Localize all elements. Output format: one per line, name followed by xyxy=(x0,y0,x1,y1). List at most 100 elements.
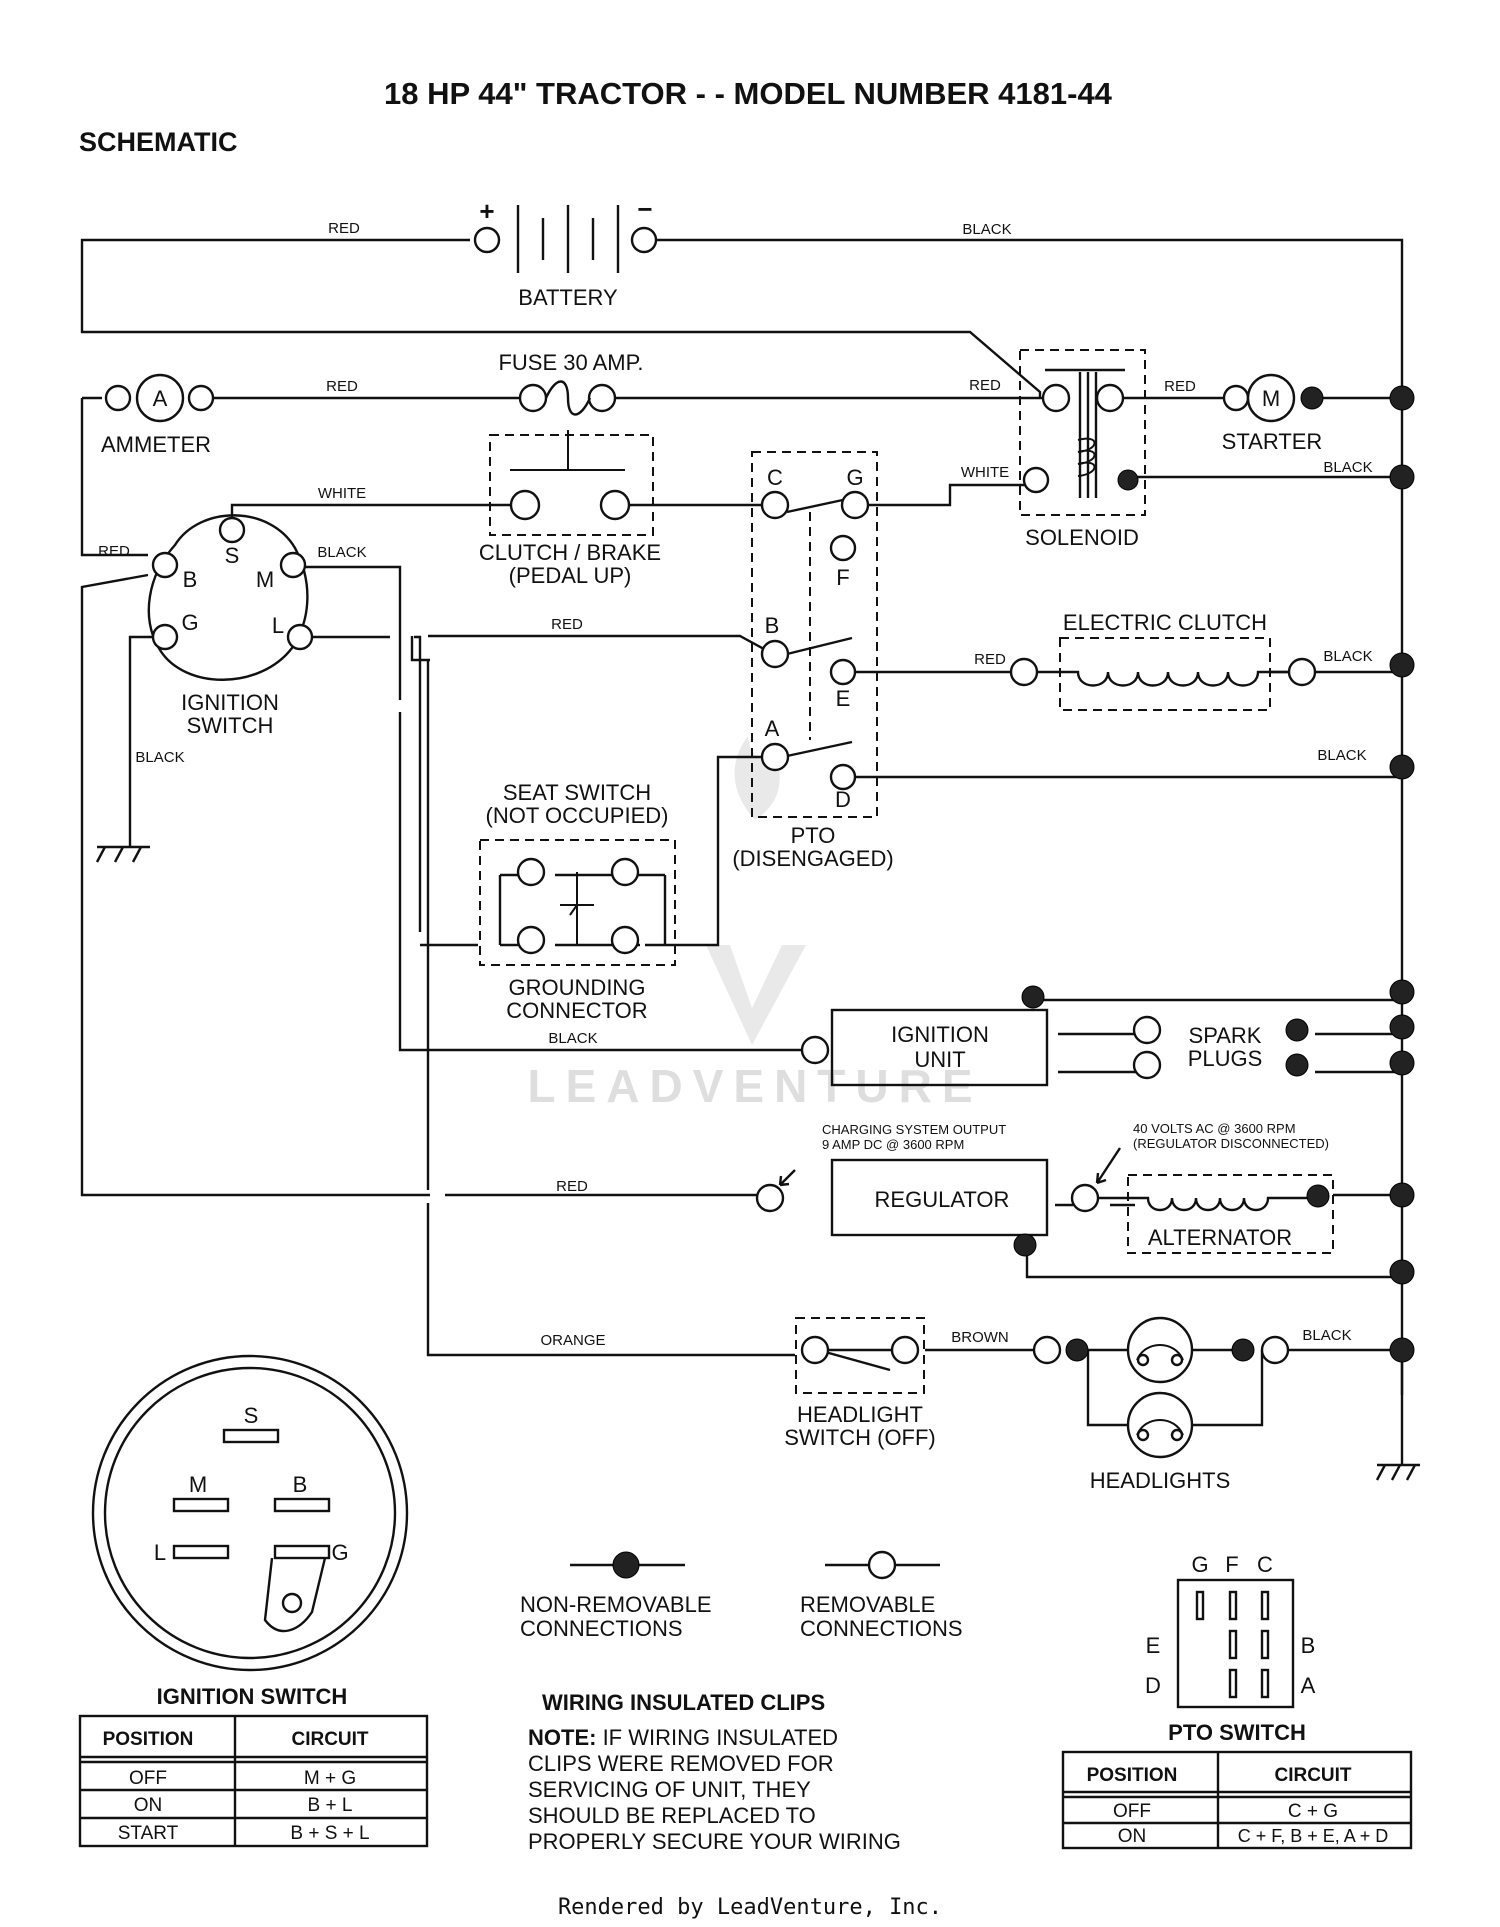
wire-label-white-solenoid: WHITE xyxy=(961,464,1009,481)
pto-terminal-a: A xyxy=(765,716,780,741)
clutch-brake-sublabel: (PEDAL UP) xyxy=(509,563,632,588)
alternator-output-label: 40 VOLTS AC @ 3600 RPM xyxy=(1133,1121,1296,1136)
seat-switch-label: SEAT SWITCH xyxy=(503,780,651,805)
solenoid-label: SOLENOID xyxy=(1025,525,1139,550)
pto-label: PTO xyxy=(791,823,836,848)
pto-face-terminal-e: E xyxy=(1146,1633,1161,1658)
pto-switch xyxy=(751,451,878,818)
clips-note-line3: SERVICING OF UNIT, THEY xyxy=(528,1777,811,1802)
clips-note-lead: NOTE: xyxy=(528,1725,596,1750)
starter-label: STARTER xyxy=(1222,429,1323,454)
ignition-terminal-s: S xyxy=(225,543,240,568)
wire-label-red-regulator: RED xyxy=(556,1178,588,1195)
clips-note-line2: CLIPS WERE REMOVED FOR xyxy=(528,1751,834,1776)
starter-symbol: M xyxy=(1262,386,1280,411)
ignition-unit-label: IGNITION xyxy=(891,1022,989,1047)
pto-table-row-on-position: ON xyxy=(1118,1826,1147,1847)
face-terminal-b: B xyxy=(293,1472,308,1497)
charging-output-sublabel: 9 AMP DC @ 3600 RPM xyxy=(822,1137,964,1152)
pto-face-terminal-c: C xyxy=(1257,1552,1273,1577)
pto-sublabel: (DISENGAGED) xyxy=(732,846,893,871)
pto-face-terminal-d: D xyxy=(1145,1673,1161,1698)
ground-symbol-right xyxy=(1375,1463,1420,1481)
pto-terminal-d: D xyxy=(835,787,851,812)
ignition-table-row-on-position: ON xyxy=(134,1795,163,1816)
pto-table-row-off-circuit: C + G xyxy=(1288,1801,1338,1822)
pto-table-row-on-circuit: C + F, B + E, A + D xyxy=(1238,1826,1389,1846)
face-terminal-l: L xyxy=(154,1540,166,1565)
wire-label-red-clutch: RED xyxy=(974,651,1006,668)
ignition-unit-sublabel: UNIT xyxy=(914,1047,965,1072)
pto-terminal-e: E xyxy=(836,686,851,711)
wire-label-black-clutch: BLACK xyxy=(1323,648,1372,665)
pto-face-terminal-b: B xyxy=(1301,1633,1316,1658)
headlight-switch-sublabel: SWITCH (OFF) xyxy=(784,1425,936,1450)
headlight-switch xyxy=(795,1317,925,1394)
seat-switch-sublabel: (NOT OCCUPIED) xyxy=(486,803,669,828)
battery-plus-sign: + xyxy=(479,196,494,226)
wire-label-black-battery: BLACK xyxy=(962,221,1011,238)
ignition-unit xyxy=(800,985,1309,1087)
ammeter xyxy=(104,373,215,423)
wire-label-red-ignition: RED xyxy=(98,543,130,560)
wire-label-black-solenoid: BLACK xyxy=(1323,459,1372,476)
legend-removable-symbol xyxy=(825,1550,940,1580)
wire-label-orange: ORANGE xyxy=(540,1332,605,1349)
clips-note-line1-text: IF WIRING INSULATED xyxy=(596,1725,838,1750)
spark-plugs-sublabel: PLUGS xyxy=(1188,1046,1263,1071)
ignition-terminal-l: L xyxy=(272,613,284,638)
alternator-output-sublabel: (REGULATOR DISCONNECTED) xyxy=(1133,1136,1329,1151)
ignition-terminal-m: M xyxy=(256,567,274,592)
electric-clutch-label: ELECTRIC CLUTCH xyxy=(1063,610,1267,635)
face-terminal-m: M xyxy=(189,1472,207,1497)
ground-bus-connections xyxy=(1389,385,1415,1363)
ignition-switch-table xyxy=(78,1714,429,1848)
electric-clutch xyxy=(1009,637,1317,711)
wire-label-black-ignition-m: BLACK xyxy=(317,544,366,561)
legend-non-removable-symbol xyxy=(570,1551,685,1579)
watermark-logo xyxy=(706,736,806,1045)
wire-label-red-starter: RED xyxy=(1164,378,1196,395)
ammeter-label: AMMETER xyxy=(101,432,211,457)
ammeter-symbol: A xyxy=(153,386,168,411)
headlights xyxy=(1032,1316,1290,1459)
ignition-terminal-b: B xyxy=(183,567,198,592)
pto-face-terminal-g: G xyxy=(1191,1552,1208,1577)
wire-label-black-ground: BLACK xyxy=(135,749,184,766)
ignition-switch-table-title: IGNITION SWITCH xyxy=(157,1684,348,1709)
legend-non-removable-sublabel: CONNECTIONS xyxy=(520,1616,683,1641)
clutch-brake-switch xyxy=(489,434,654,536)
pto-switch-face xyxy=(1176,1578,1295,1709)
solenoid xyxy=(1019,349,1146,516)
ignition-table-row-on-circuit: B + L xyxy=(308,1795,353,1816)
pto-table-header-position: POSITION xyxy=(1087,1765,1178,1786)
starter-motor xyxy=(1222,373,1324,423)
wire-label-black-pto-d: BLACK xyxy=(1317,747,1366,764)
pto-face-terminal-a: A xyxy=(1301,1673,1316,1698)
spark-plugs-label: SPARK xyxy=(1189,1023,1262,1048)
pto-table-row-off-position: OFF xyxy=(1113,1801,1151,1822)
ignition-switch xyxy=(147,514,314,681)
grounding-connector-sublabel: CONNECTOR xyxy=(506,998,647,1023)
legend-non-removable-label: NON-REMOVABLE xyxy=(520,1592,712,1617)
clutch-brake-label: CLUTCH / BRAKE xyxy=(479,540,661,565)
grounding-connector-label: GROUNDING xyxy=(509,975,646,1000)
battery xyxy=(473,205,658,273)
wire-label-brown: BROWN xyxy=(951,1329,1009,1346)
wiring xyxy=(80,238,1404,1465)
wire-label-red-pto-b: RED xyxy=(551,616,583,633)
wire-label-red-ammeter: RED xyxy=(326,378,358,395)
clips-note-line1: NOTE: IF WIRING INSULATED xyxy=(528,1725,838,1750)
regulator xyxy=(755,1147,1122,1257)
footer-credit: Rendered by LeadVenture, Inc. xyxy=(558,1895,942,1920)
wire-label-red-battery: RED xyxy=(328,220,360,237)
legend-removable-label: REMOVABLE xyxy=(800,1592,935,1617)
fuse-label: FUSE 30 AMP. xyxy=(498,350,643,375)
seat-switch xyxy=(479,839,676,966)
pto-terminal-g: G xyxy=(846,465,863,490)
alternator-label: ALTERNATOR xyxy=(1148,1225,1292,1250)
page-title: 18 HP 44" TRACTOR - - MODEL NUMBER 4181-… xyxy=(384,76,1113,111)
ignition-switch-label: IGNITION xyxy=(181,690,279,715)
ignition-table-header-position: POSITION xyxy=(103,1729,194,1750)
